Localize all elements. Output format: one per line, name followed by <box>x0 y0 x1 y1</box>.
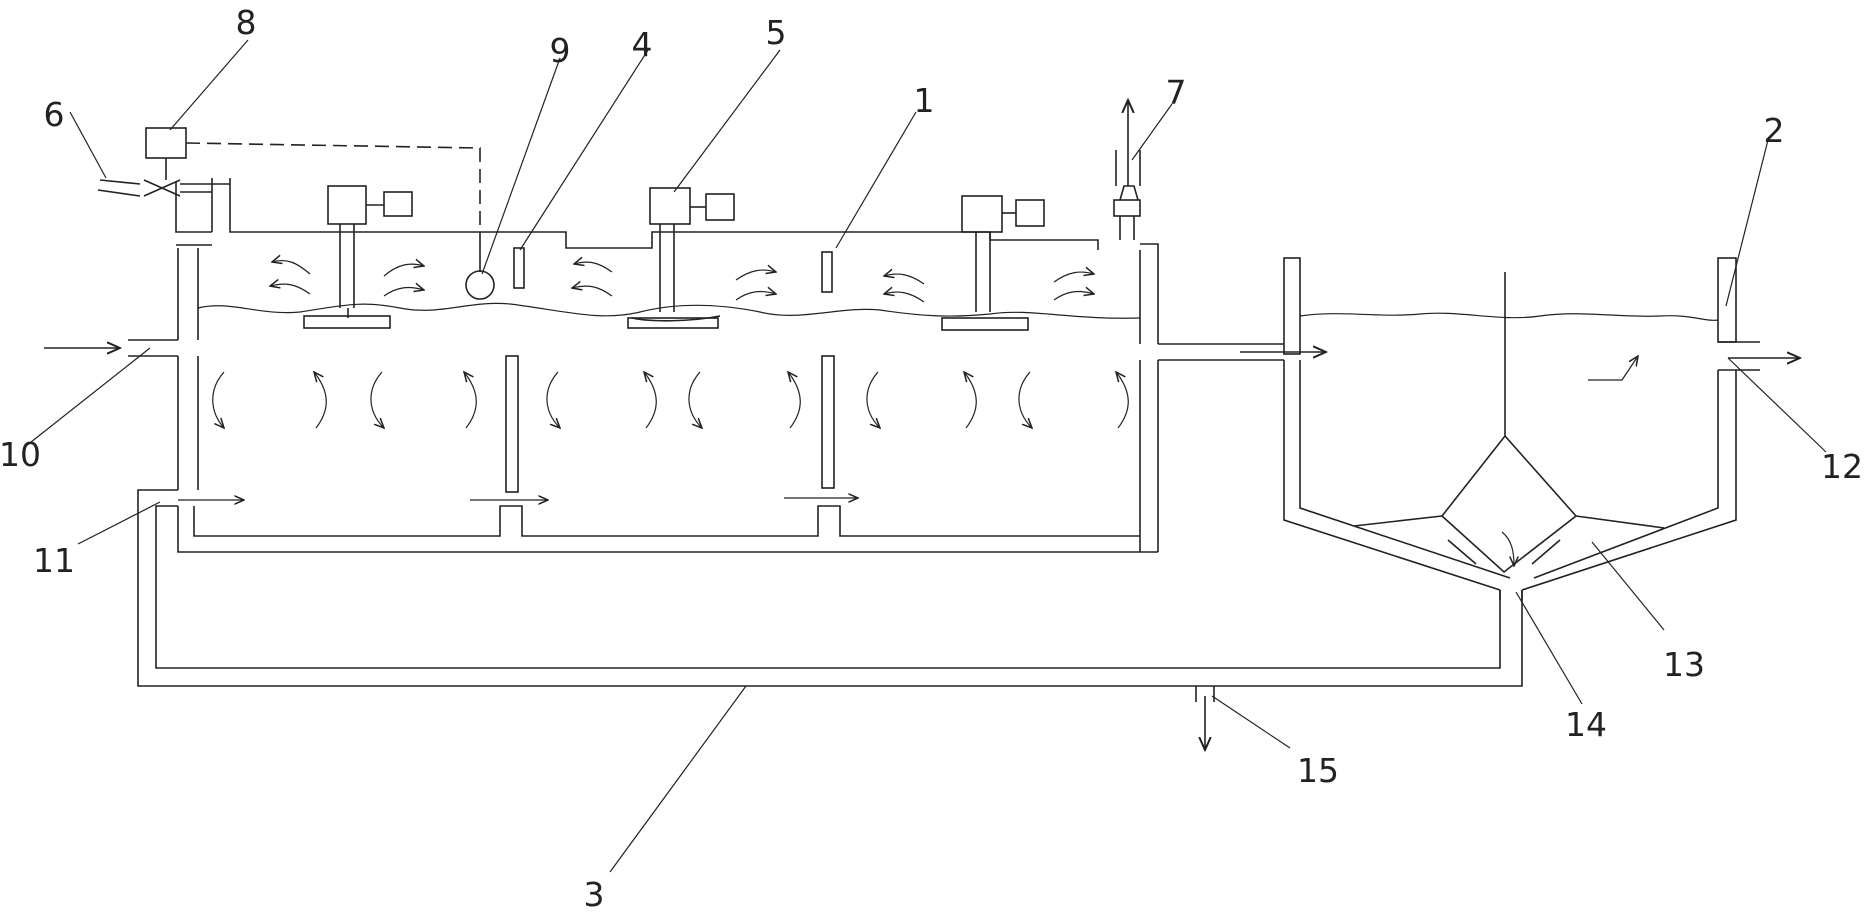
label-1: 1 <box>914 81 935 120</box>
valve-6 <box>97 179 230 197</box>
transfer-pipe <box>1158 343 1326 361</box>
water-surface-left <box>197 302 1141 319</box>
water-circulation-arrows <box>212 372 1129 428</box>
tank-left-wall-lower <box>177 356 199 490</box>
sludge-return-pipe <box>137 489 1523 750</box>
sensor-probe <box>465 232 495 300</box>
tank-left-wall-upper <box>177 248 199 340</box>
bottom-flow-arrows <box>178 498 858 500</box>
air-flow-arrows <box>270 261 1094 303</box>
label-7: 7 <box>1166 73 1187 112</box>
baffle-1 <box>505 355 519 493</box>
label-10: 10 <box>0 435 41 474</box>
reference-labels: 8 6 9 4 5 1 7 2 10 12 11 13 14 15 3 <box>0 3 1863 912</box>
baffle-2 <box>821 355 835 489</box>
controller-8 <box>145 127 481 232</box>
water-surface-right <box>1299 312 1719 321</box>
label-14: 14 <box>1565 705 1607 744</box>
reaction-tank <box>175 178 1159 553</box>
upper-baffle <box>821 251 833 293</box>
label-11: 11 <box>33 541 75 580</box>
tank-bottom-channel <box>177 505 1158 553</box>
aerator-3 <box>941 195 1045 331</box>
label-4: 4 <box>632 25 653 64</box>
leader-lines <box>25 39 1827 873</box>
tank-cover <box>229 178 1099 250</box>
label-13: 13 <box>1663 645 1705 684</box>
label-15: 15 <box>1297 751 1339 790</box>
exhaust-vent <box>1113 100 1141 240</box>
label-5: 5 <box>766 13 787 52</box>
cone-diffuser <box>1440 434 1578 574</box>
aerator-1 <box>303 185 413 329</box>
clarifier-left-weir <box>1283 257 1301 355</box>
tank-right-wall <box>1139 250 1159 344</box>
motor-5 <box>649 187 691 225</box>
label-3: 3 <box>584 875 605 912</box>
label-6: 6 <box>44 95 65 134</box>
label-9: 9 <box>550 31 571 70</box>
upper-baffle-4 <box>513 247 525 289</box>
aerator-2 <box>627 187 735 329</box>
label-12: 12 <box>1821 447 1863 486</box>
label-8: 8 <box>236 3 257 42</box>
label-2: 2 <box>1764 111 1785 150</box>
inlet-pipe <box>44 339 178 357</box>
clarifier-tank <box>1283 257 1800 600</box>
